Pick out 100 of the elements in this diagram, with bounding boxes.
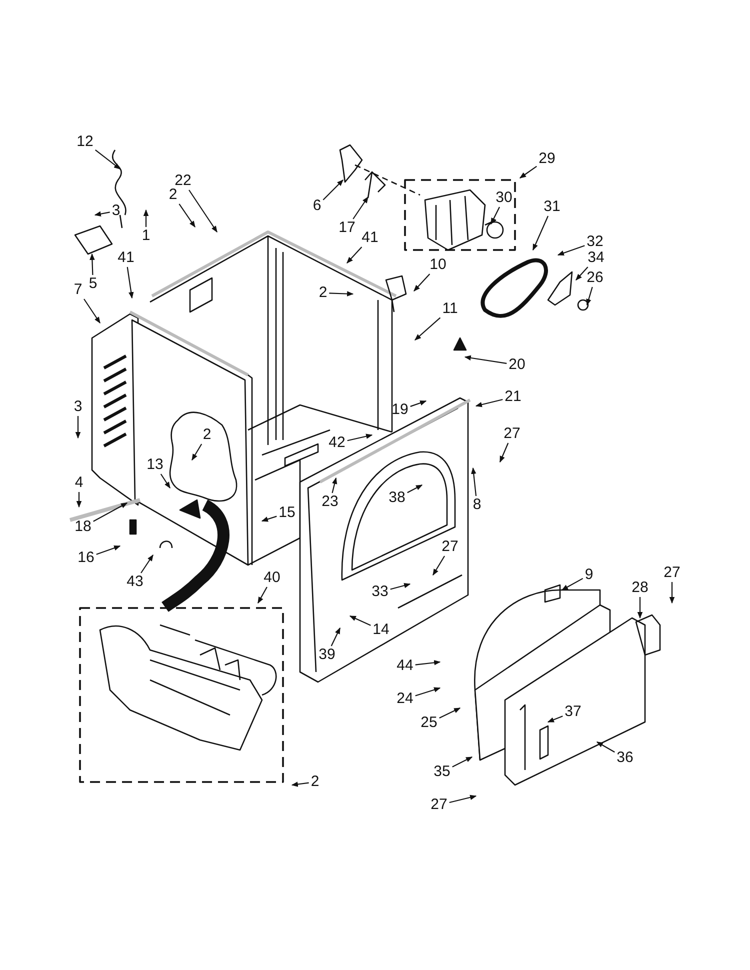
callout-number: 37 (564, 704, 582, 720)
leader-line (261, 516, 277, 522)
leader-line (76, 492, 82, 508)
leader-line (347, 434, 373, 442)
leader-line (586, 286, 593, 306)
callout-number: 3 (110, 203, 122, 219)
callout-number: 19 (390, 402, 410, 418)
callout-number: 1 (140, 228, 152, 244)
callout-number: 34 (586, 250, 606, 266)
leader-line (291, 782, 309, 787)
leader-line (322, 180, 344, 200)
leader-line (432, 556, 445, 576)
callout-number: 25 (420, 715, 438, 731)
callout-number: 8 (472, 497, 482, 513)
callout-number: 23 (320, 494, 340, 510)
leader-line (500, 442, 509, 463)
callout-number: 43 (126, 574, 144, 590)
leader-line (596, 742, 615, 753)
callout-number: 27 (430, 797, 448, 813)
leader-line (414, 274, 430, 292)
callout-number: 3 (72, 399, 84, 415)
callout-number: 15 (278, 505, 296, 521)
leader-line (94, 211, 110, 216)
callout-number: 29 (538, 151, 556, 167)
leader-line (452, 756, 473, 768)
leader-line (547, 716, 563, 723)
leader-line (669, 582, 675, 604)
leader-line (390, 582, 411, 590)
callout-number: 38 (388, 490, 406, 506)
callout-number: 5 (88, 276, 98, 292)
leader-line (415, 660, 441, 666)
callout-number: 42 (328, 435, 346, 451)
leader-line (349, 616, 371, 626)
leader-line (471, 467, 477, 496)
leader-line (330, 627, 340, 646)
callout-number: 41 (116, 250, 136, 266)
callout-number: 20 (508, 357, 526, 373)
leader-line (557, 245, 585, 256)
leader-line (140, 554, 154, 574)
callout-number: 39 (318, 647, 336, 663)
leader-line (95, 150, 121, 170)
callout-number: 40 (262, 570, 282, 586)
callout-number: 2 (168, 187, 178, 203)
callout-number: 44 (396, 658, 414, 674)
leader-line (75, 416, 81, 439)
leader-line (160, 474, 170, 489)
leader-line (410, 400, 427, 407)
leader-line (449, 794, 477, 804)
callout-number: 27 (440, 539, 460, 555)
leader-line (84, 298, 100, 324)
callout-number: 12 (76, 134, 94, 150)
callout-number: 27 (662, 565, 682, 581)
callout-number: 32 (586, 234, 604, 250)
callout-number: 16 (76, 550, 96, 566)
leader-line (93, 502, 128, 522)
leader-line (576, 266, 588, 280)
callout-number: 36 (616, 750, 634, 766)
leader-line (178, 204, 196, 228)
leader-line (126, 266, 134, 299)
leader-line (332, 477, 338, 494)
callout-number: 35 (432, 764, 452, 780)
leader-line (490, 206, 500, 225)
callout-number: 6 (312, 198, 322, 214)
callout-number: 18 (74, 519, 92, 535)
callout-number: 24 (396, 691, 414, 707)
leader-line (188, 190, 218, 233)
leader-line (637, 597, 643, 619)
leader-line (464, 355, 507, 364)
callout-number: 27 (502, 426, 522, 442)
leader-line (329, 291, 354, 296)
leader-line (415, 687, 441, 696)
callout-number: 21 (504, 389, 522, 405)
callout-number: 28 (630, 580, 650, 596)
callout-number: 10 (428, 257, 448, 273)
callout-number: 2 (318, 285, 328, 301)
callout-number: 31 (542, 199, 562, 215)
callout-number: 14 (372, 622, 390, 638)
callout-number: 13 (146, 457, 164, 473)
callout-number: 4 (74, 475, 84, 491)
leader-line (258, 586, 268, 604)
leader-line (561, 578, 584, 590)
callout-number: 17 (338, 220, 356, 236)
callout-number: 26 (586, 270, 604, 286)
callout-number: 2 (202, 427, 212, 443)
leader-line (192, 444, 202, 461)
callout-number: 41 (360, 230, 380, 246)
leader-line (346, 246, 362, 264)
leader-line (414, 317, 441, 340)
callout-number: 33 (370, 584, 390, 600)
leader-line (439, 708, 461, 718)
leader-line (96, 545, 121, 555)
callout-number: 7 (72, 282, 84, 298)
callout-number: 11 (441, 301, 459, 317)
callout-number: 30 (494, 190, 514, 206)
leader-line (143, 209, 149, 227)
leader-line (407, 484, 423, 494)
callout-number: 9 (584, 567, 594, 583)
callout-number: 2 (310, 774, 320, 790)
callout-number: 22 (174, 173, 192, 189)
leader-line (532, 216, 549, 251)
